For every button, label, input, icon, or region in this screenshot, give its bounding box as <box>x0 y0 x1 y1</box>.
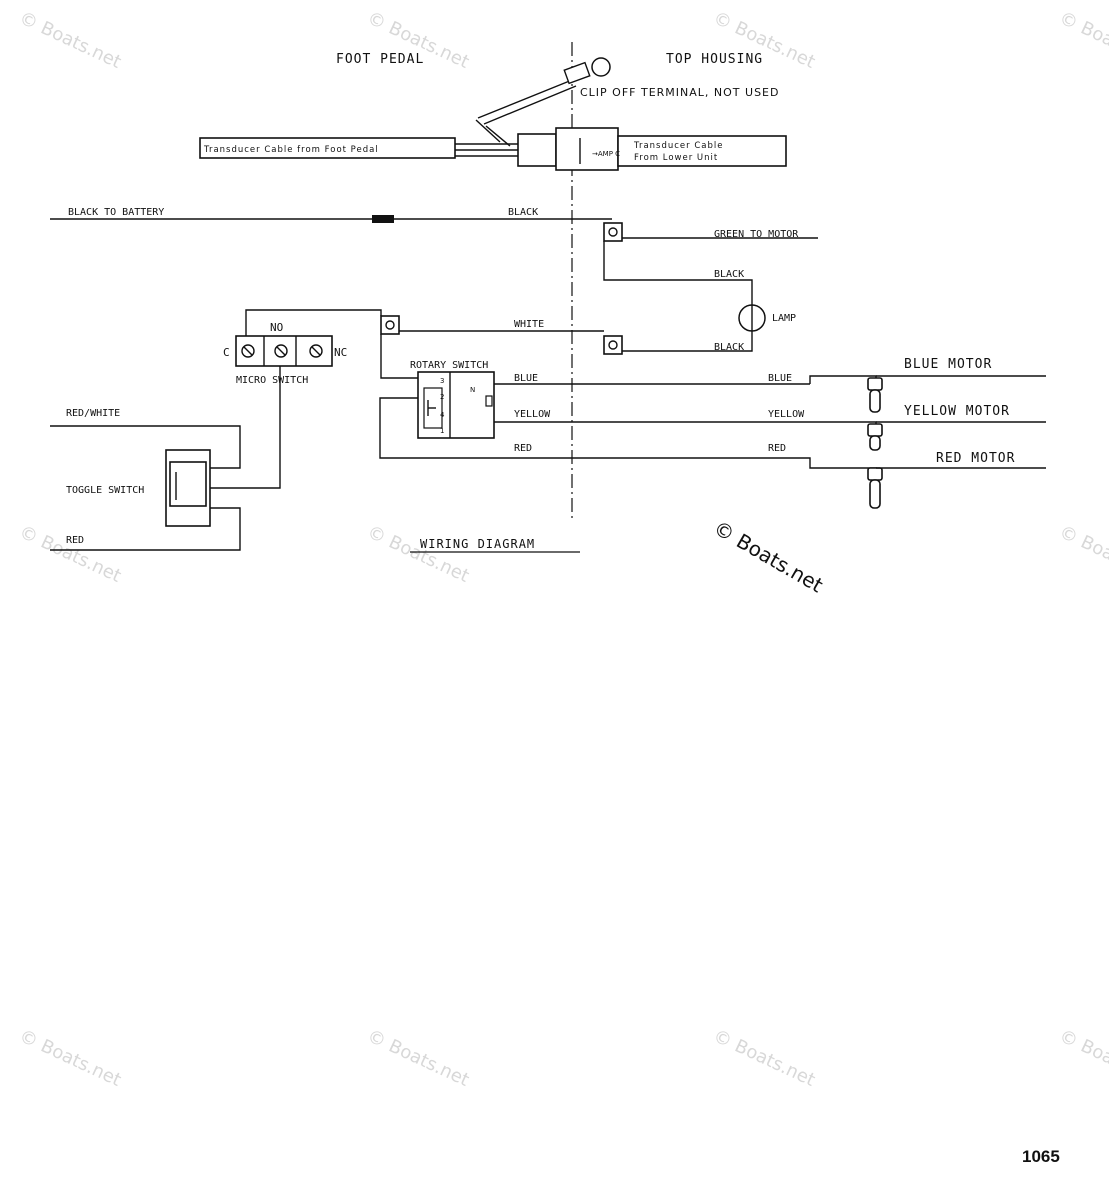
watermark: © Boats.net <box>16 7 124 72</box>
transducer-connector <box>199 127 787 171</box>
clip-off-terminal <box>475 57 611 147</box>
motor-connectors <box>867 375 1046 509</box>
watermark: © Boats.net <box>16 1025 124 1090</box>
rotary-pin-2: 2 <box>440 393 444 401</box>
micro-switch-nc-label: NC <box>334 346 347 359</box>
red-right-label: RED <box>768 443 786 454</box>
rotary-switch-label: ROTARY SWITCH <box>410 360 488 371</box>
green-to-motor-label: GREEN TO MOTOR <box>714 229 799 240</box>
watermark: © Boats.net <box>1056 1025 1109 1090</box>
watermark: © Boats.net <box>1056 521 1109 586</box>
micro-switch-no-label: NO <box>270 321 283 334</box>
boats-net-watermark: © Boats.net <box>710 516 828 598</box>
rotary-pin-4: 4 <box>440 411 445 419</box>
battery-wire <box>50 215 612 223</box>
rotary-pin-1: 1 <box>440 427 444 435</box>
watermark: © Boats.net <box>710 1025 818 1090</box>
diagram-title: WIRING DIAGRAM <box>420 537 535 551</box>
red-left-label: RED <box>514 443 532 454</box>
yellow-left-label: YELLOW <box>514 409 551 420</box>
watermark: © Boats.net <box>364 521 472 586</box>
foot-pedal-heading: FOOT PEDAL <box>336 52 424 67</box>
micro-switch-label: MICRO SWITCH <box>236 375 308 386</box>
red-motor-label: RED MOTOR <box>936 451 1015 466</box>
red-bottom-label: RED <box>66 535 84 546</box>
toggle-switch <box>50 366 281 551</box>
yellow-right-label: YELLOW <box>768 409 805 420</box>
watermark: © Boats.net <box>1056 7 1109 72</box>
blue-left-label: BLUE <box>514 373 538 384</box>
rotary-pin-3: 3 <box>440 377 444 385</box>
lamp-circuit <box>603 222 818 355</box>
lamp-label: LAMP <box>772 313 796 324</box>
page-number: 1065 <box>1022 1147 1060 1166</box>
rotary-pin-n: N <box>470 386 475 394</box>
micro-switch <box>235 309 604 367</box>
transducer-foot-label: Transducer Cable from Foot Pedal <box>203 145 379 155</box>
watermark: © Boats.net <box>364 1025 472 1090</box>
blue-right-label: BLUE <box>768 373 792 384</box>
clip-off-label: CLIP OFF TERMINAL, NOT USED <box>580 86 779 99</box>
toggle-switch-label: TOGGLE SWITCH <box>66 485 144 496</box>
black-wire-label: BLACK <box>508 207 538 218</box>
black-to-battery-label: BLACK TO BATTERY <box>68 207 164 218</box>
connector-mark: →AMP C <box>592 150 620 158</box>
red-white-label: RED/WHITE <box>66 408 120 419</box>
black-lamp-top-label: BLACK <box>714 269 744 280</box>
transducer-lower-label-2: From Lower Unit <box>634 153 718 163</box>
top-housing-heading: TOP HOUSING <box>666 52 763 67</box>
blue-motor-label: BLUE MOTOR <box>904 357 992 372</box>
transducer-lower-label-1: Transducer Cable <box>633 141 723 151</box>
watermark: © Boats.net <box>16 521 124 586</box>
black-lamp-bottom-label: BLACK <box>714 342 744 353</box>
white-wire-label: WHITE <box>514 319 544 330</box>
rotary-switch <box>379 334 877 472</box>
micro-switch-c-label: C <box>223 346 230 359</box>
yellow-motor-label: YELLOW MOTOR <box>904 404 1010 419</box>
